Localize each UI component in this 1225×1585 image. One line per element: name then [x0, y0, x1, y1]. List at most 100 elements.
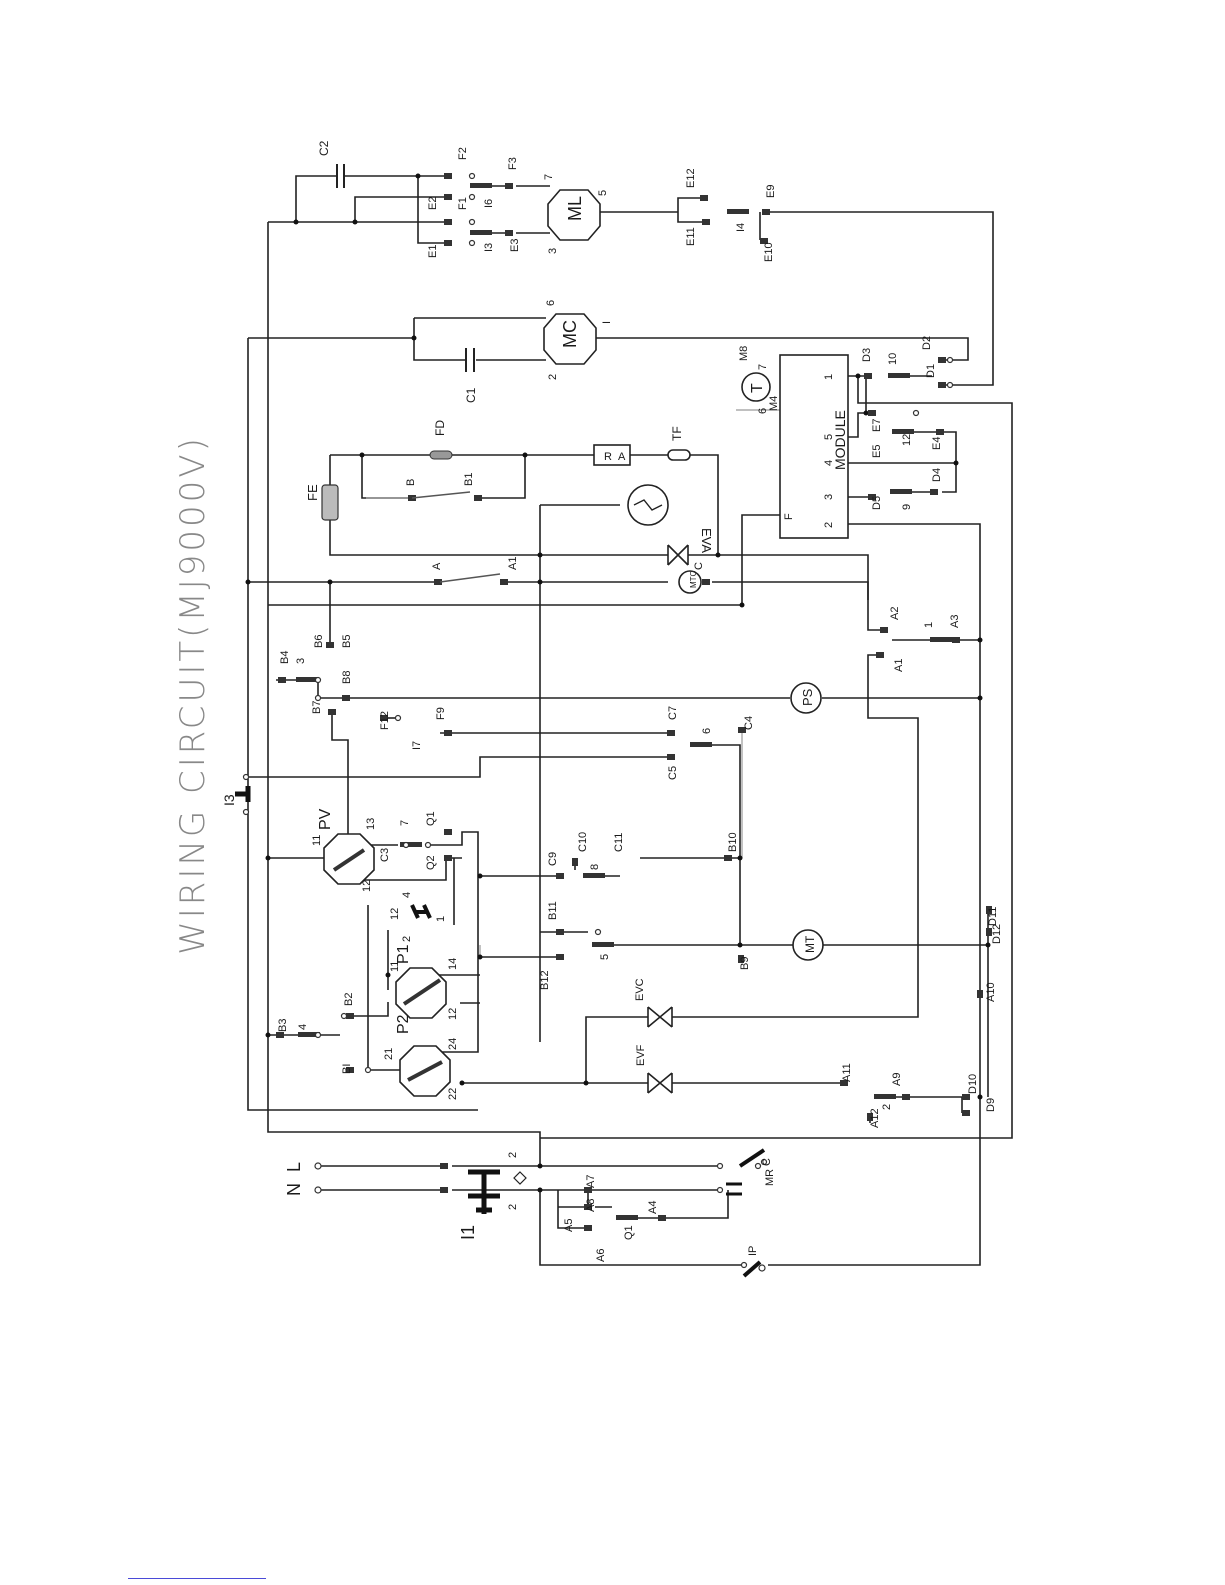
c1-label: C1 — [464, 387, 478, 403]
terminal-label-pv13: 13 — [365, 818, 377, 830]
terminal-label-f12: F12 — [379, 711, 391, 730]
terminal-label-n1: 1 — [923, 622, 935, 628]
valve-eva — [667, 544, 689, 566]
terminal-label-b4: B4 — [279, 651, 291, 664]
c2-label: C2 — [317, 140, 331, 156]
capacitor-c1: C1 — [464, 348, 478, 403]
thermal-fuse-tf — [667, 449, 691, 461]
terminal-label-d10: D10 — [967, 1074, 979, 1094]
terminal-label-b6: B6 — [313, 635, 325, 648]
terminal-label-e12: E12 — [685, 168, 697, 188]
terminal-label-a1: A1 — [507, 557, 519, 570]
terminal-label-d5: D5 — [871, 496, 883, 510]
terminal-label-p2_12: 12 — [447, 1008, 459, 1020]
terminal-label-f2: F2 — [457, 147, 469, 160]
ra-r-label: R — [604, 451, 612, 463]
terminal-label-e1: E1 — [427, 245, 439, 258]
terminal-label-mod1: 1 — [823, 374, 835, 380]
terminal-label-n10: 10 — [887, 353, 899, 365]
terminal-label-n4: 4 — [401, 892, 413, 898]
module-label: MODULE — [832, 410, 848, 470]
switch-p1 — [395, 967, 447, 1019]
terminal-label-c3: C3 — [379, 848, 391, 862]
terminal-label-mci: I — [601, 321, 613, 324]
terminal-label-m6: 6 — [757, 408, 769, 414]
terminal-label-a1b: A1 — [893, 659, 905, 672]
switch-a-lever — [439, 573, 501, 583]
terminal-label-bi: BI — [341, 1064, 353, 1074]
label-P1: P1 — [395, 944, 412, 964]
terminal-label-n5: 5 — [599, 954, 611, 960]
mtc-label: MTC — [689, 570, 698, 588]
terminal-label-b: B — [405, 479, 417, 486]
terminal-label-e11: E11 — [685, 227, 697, 246]
terminal-label-b12: B12 — [539, 970, 551, 990]
terminal-label-a5: A5 — [563, 1219, 575, 1232]
switch-mr — [726, 1148, 766, 1196]
resistor-ra: R A — [593, 444, 631, 466]
terminal-label-m7: 7 — [757, 364, 769, 370]
terminal-label-p1_14: 14 — [447, 958, 459, 970]
terminal-label-n7: 7 — [399, 820, 411, 826]
terminal-label-f3: F3 — [507, 157, 519, 170]
terminal-label-mrc: C — [761, 1158, 773, 1166]
terminal-label-p2_22: 22 — [447, 1088, 459, 1100]
terminal-label-a11: A11 — [841, 1063, 853, 1082]
label-P2: P2 — [395, 1014, 412, 1034]
terminal-label-p2_24: 24 — [447, 1038, 459, 1050]
label-L: L — [284, 1162, 304, 1172]
motor-mt: MT — [792, 929, 824, 961]
footer-link-underline[interactable] — [128, 1578, 266, 1579]
motor-ml: ML — [547, 189, 601, 241]
terminal-label-pv12: 12 — [361, 880, 373, 892]
switch-p2 — [399, 1045, 451, 1097]
terminal-label-e3: E3 — [509, 239, 521, 252]
terminal-label-a: A — [431, 562, 443, 570]
terminal-label-n2: 2 — [401, 936, 413, 942]
terminal-label-a3: A3 — [949, 615, 961, 628]
terminal-label-c7: C7 — [667, 706, 679, 720]
label-MR: MR — [764, 1169, 776, 1186]
terminal-label-c4: C4 — [743, 716, 755, 730]
terminal-label-b2: B2 — [343, 993, 355, 1006]
terminal-label-n12b: 12 — [389, 908, 401, 920]
terminal-label-n2b: 2 — [881, 1104, 893, 1110]
switch-ip — [742, 1260, 762, 1278]
terminal-label-e5: E5 — [871, 445, 883, 458]
terminal-label-i1_2a: 2 — [507, 1152, 519, 1158]
junctions — [245, 173, 991, 1193]
valve-evf — [647, 1072, 673, 1094]
terminal-label-b10: B10 — [727, 832, 739, 852]
terminal-label-n8: 8 — [589, 864, 601, 870]
terminal-label-d1: D1 — [925, 364, 937, 378]
terminal-label-n1b: 1 — [435, 916, 447, 922]
terminal-label-pv11: 11 — [311, 835, 323, 846]
terminal-label-modf: F — [783, 513, 795, 520]
terminal-label-q1: Q1 — [425, 811, 437, 826]
switch-i3 — [235, 786, 251, 802]
label-FD: FD — [433, 420, 447, 436]
terminal-label-n3: 3 — [295, 658, 307, 664]
water-valve — [627, 484, 669, 526]
terminal-label-ml5: 5 — [597, 190, 609, 196]
label-I3: I3 — [221, 794, 237, 806]
terminal-label-d11: D11 — [987, 907, 999, 926]
open-terminals — [242, 172, 954, 1272]
terminal-label-c: C — [693, 562, 705, 570]
connectors — [276, 173, 992, 1231]
label-M8: M8 — [738, 346, 750, 361]
terminal-label-b1a: B1 — [463, 473, 475, 486]
capacitor-c2: C2 — [317, 140, 345, 188]
label-N: N — [284, 1183, 304, 1196]
terminal-label-a7: A7 — [585, 1175, 597, 1188]
terminal-label-c11: C11 — [613, 833, 625, 852]
terminal-label-e4: E4 — [931, 437, 943, 450]
terminal-label-mod2: 2 — [823, 522, 835, 528]
terminal-label-a12: A12 — [869, 1108, 881, 1128]
terminal-label-i1_2b: 2 — [507, 1204, 519, 1210]
pressure-switch-ps: PS — [790, 682, 822, 714]
terminal-label-a6: A6 — [595, 1249, 607, 1262]
terminal-label-b9: B9 — [739, 957, 751, 970]
terminal-label-n6: 6 — [701, 728, 713, 734]
